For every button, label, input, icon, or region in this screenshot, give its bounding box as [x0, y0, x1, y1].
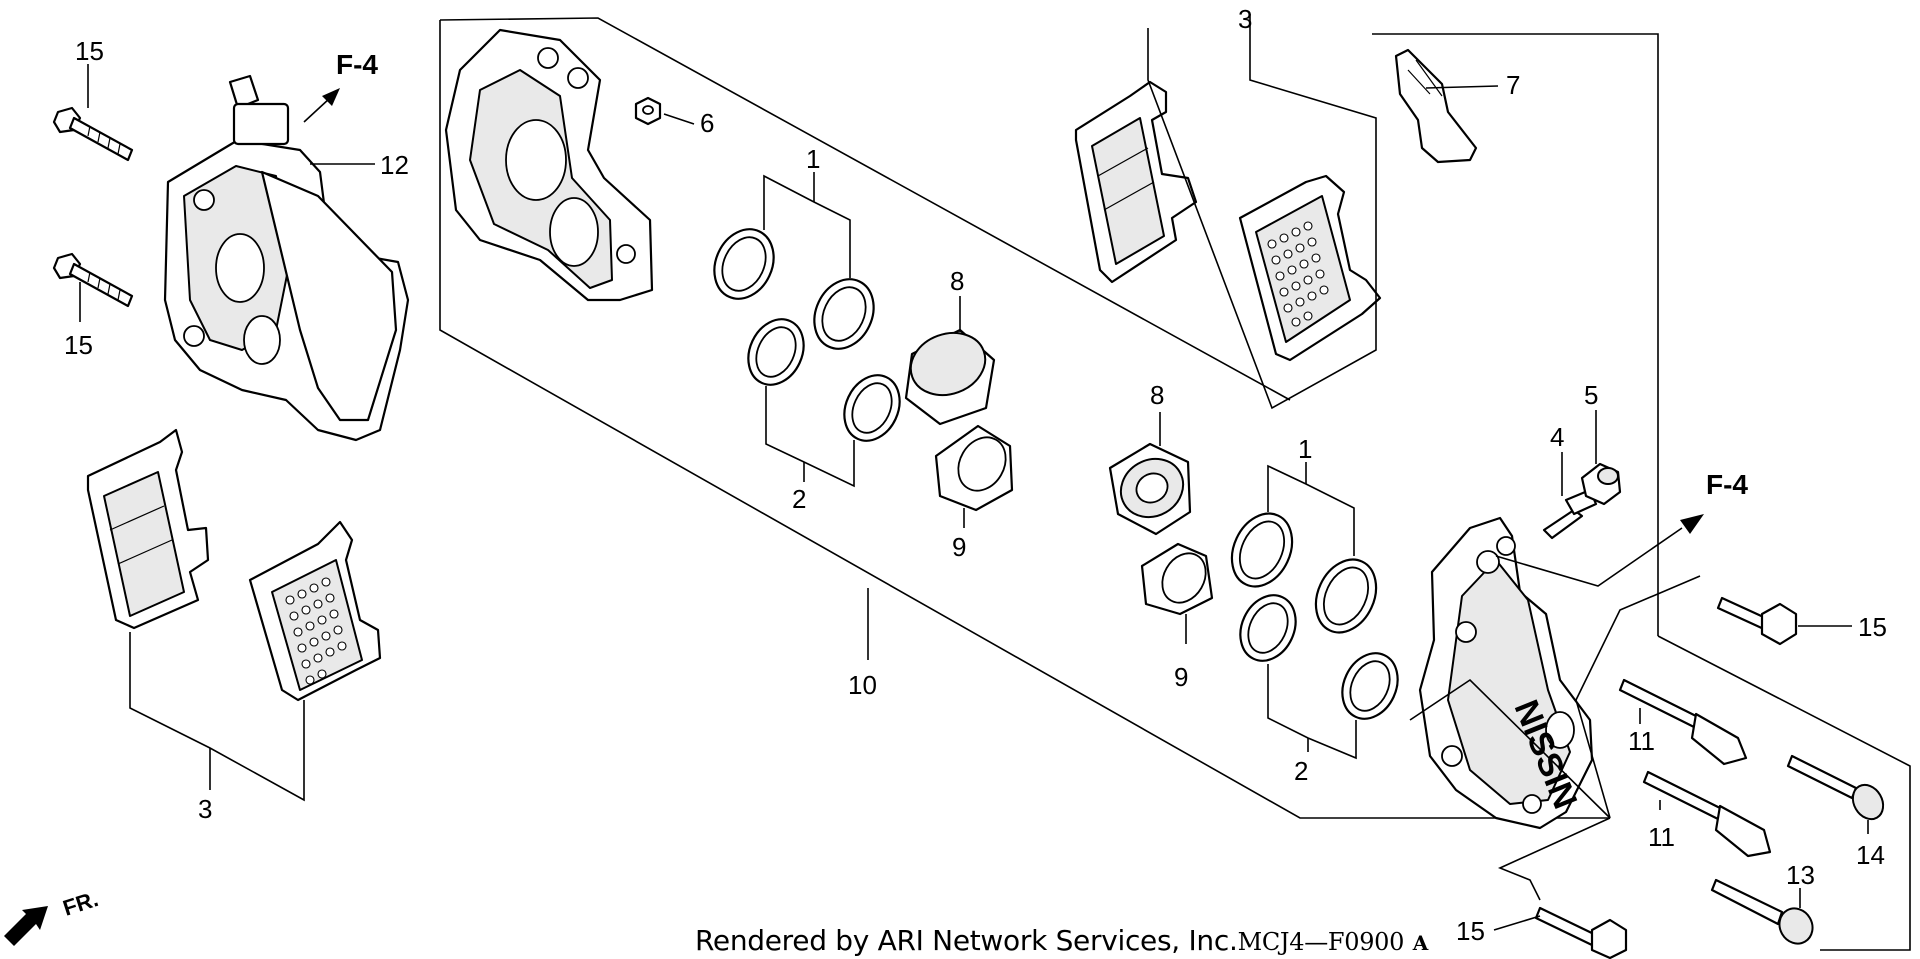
callout-7: 7 [1506, 70, 1520, 100]
caliper-body-outer-nissin[interactable]: NISSIN [1418, 516, 1594, 830]
callout-8-center: 8 [950, 266, 964, 296]
callout-8-right: 8 [1150, 380, 1164, 410]
diagram-suffix: A [1412, 931, 1429, 955]
caliper-body-inner[interactable] [444, 28, 654, 302]
callout-12: 12 [380, 150, 409, 180]
nut-6[interactable] [634, 96, 662, 126]
diagram-code: MCJ4—F0900 [1237, 928, 1405, 956]
piston-8-right[interactable] [1108, 442, 1194, 536]
front-direction-label: FR. [60, 890, 101, 921]
bolt-13[interactable] [1710, 878, 1819, 950]
piston-seal-1-center[interactable] [703, 220, 884, 359]
figure-ref-f4-lower[interactable]: F-4 [1706, 469, 1748, 500]
dust-seal-2-right[interactable] [1230, 586, 1408, 728]
piston-seal-1-right[interactable] [1221, 504, 1388, 643]
caliper-assembly-12[interactable] [163, 74, 410, 442]
brake-pad-3-right-rear[interactable] [1238, 174, 1382, 362]
callout-6: 6 [700, 108, 714, 138]
callout-15-right-lower: 15 [1456, 916, 1485, 946]
arrow-icon [1680, 514, 1704, 534]
callout-5: 5 [1584, 380, 1598, 410]
callout-15-lower-left: 15 [64, 330, 93, 360]
callout-1-right: 1 [1298, 434, 1312, 464]
bolt-15-right-lower[interactable] [1534, 906, 1628, 959]
figure-ref-f4-upper[interactable]: F-4 [336, 49, 378, 80]
callout-11-lower: 11 [1648, 822, 1675, 852]
bolt-14[interactable] [1786, 754, 1889, 825]
callout-2-center: 2 [792, 484, 806, 514]
piston-8-center[interactable] [902, 323, 996, 426]
arrow-icon [303, 88, 340, 123]
callout-11-upper: 11 [1628, 726, 1655, 756]
callout-2-right: 2 [1294, 756, 1308, 786]
brake-pad-3-right-front[interactable] [1074, 80, 1198, 284]
pad-spring-7[interactable] [1394, 48, 1478, 164]
callout-10: 10 [848, 670, 877, 700]
credit-text: Rendered by ARI Network Services, Inc. [695, 924, 1238, 957]
callout-3-left: 3 [198, 794, 212, 824]
bolt-15-right-upper[interactable] [1716, 596, 1798, 646]
front-direction-indicator: FR. [4, 886, 124, 950]
pad-pin-11-upper[interactable] [1618, 678, 1748, 766]
front-direction-arrow-icon: FR. [4, 886, 101, 946]
brake-pad-3-left-front[interactable] [86, 428, 210, 630]
callout-1-center: 1 [806, 144, 820, 174]
pad-pin-11-lower[interactable] [1642, 770, 1772, 858]
bolt-15-lower-left[interactable] [52, 252, 134, 308]
callout-4: 4 [1550, 422, 1564, 452]
callout-14: 14 [1856, 840, 1885, 870]
callout-9-right: 9 [1174, 662, 1188, 692]
piston-9-center[interactable] [934, 424, 1015, 512]
callout-15-upper-left: 15 [75, 36, 104, 66]
dust-seal-2-center[interactable] [738, 310, 910, 450]
callout-13: 13 [1786, 860, 1815, 890]
render-credit: Rendered by ARI Network Services, Inc.MC… [695, 924, 1428, 957]
brake-pad-3-left-rear[interactable] [248, 520, 382, 702]
callout-15-right-upper: 15 [1858, 612, 1887, 642]
bleeder-cap-5[interactable] [1580, 462, 1622, 506]
callout-9-center: 9 [952, 532, 966, 562]
piston-9-right[interactable] [1140, 542, 1214, 616]
bolt-15-upper-left[interactable] [52, 106, 134, 162]
callout-3-right: 3 [1238, 4, 1252, 34]
